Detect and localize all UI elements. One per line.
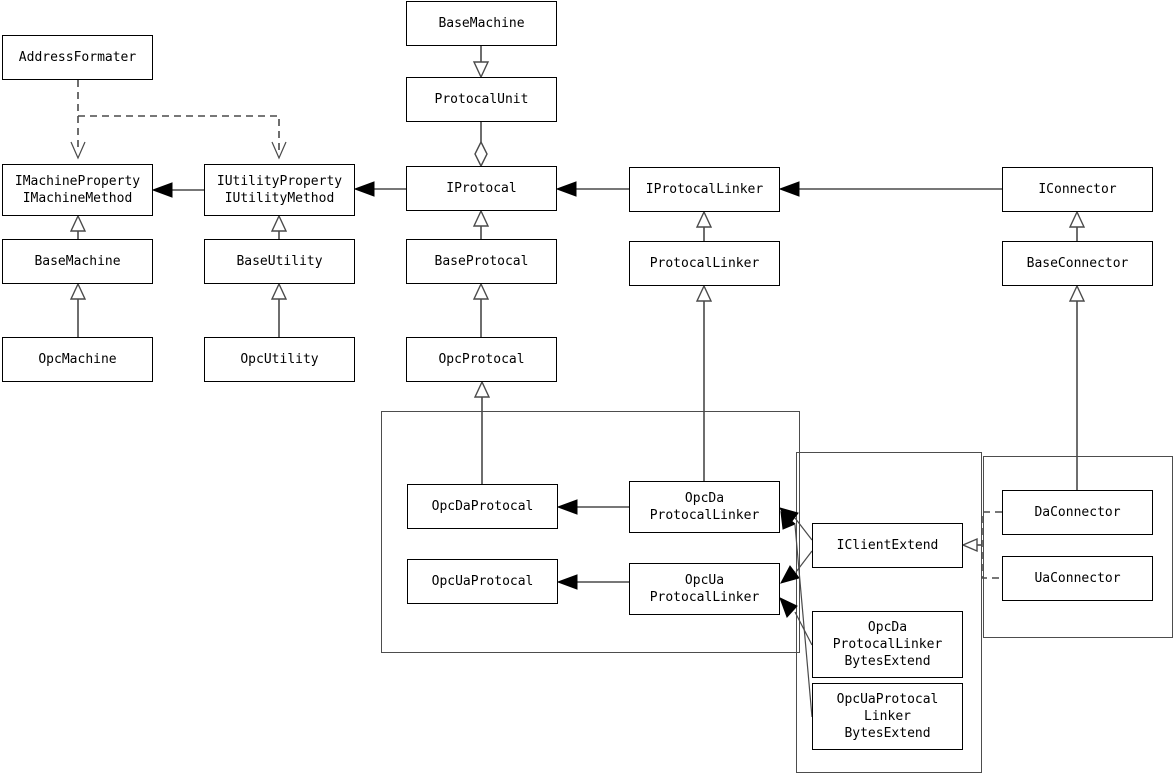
class-node-addressformater[interactable]: AddressFormater [2, 35, 153, 80]
class-node-opcutility[interactable]: OpcUtility [204, 337, 355, 382]
edge-connectors-iclientextend [961, 511, 1002, 579]
edge-opcutility-baseutility [270, 282, 288, 337]
edge-iprotocal-iutilityproperty [353, 181, 406, 197]
class-node-opcmachine[interactable]: OpcMachine [2, 337, 153, 382]
edge-opcuaprotocallinker-opcuaprotocal [556, 574, 629, 590]
class-node-opcprotocal[interactable]: OpcProtocal [406, 337, 557, 382]
edge-baseprotocal-iprotocal [472, 209, 490, 239]
class-node-basemachine[interactable]: BaseMachine [2, 239, 153, 284]
class-node-opcuaprotocallinkerbytesextend[interactable]: OpcUaProtocal Linker BytesExtend [812, 683, 963, 750]
class-node-opcuaprotocallinker[interactable]: OpcUa ProtocalLinker [629, 563, 780, 615]
edge-protocallinker-iprotocallinker [695, 210, 713, 241]
class-node-iprotocal[interactable]: IProtocal [406, 166, 557, 211]
class-node-opcdaprotocallinkerbytesextend[interactable]: OpcDa ProtocalLinker BytesExtend [812, 611, 963, 678]
edge-opcprotocal-baseprotocal [472, 282, 490, 337]
edge-baseutility-iutilityproperty [270, 214, 288, 239]
edge-opcdabytesextend-opcuaprotocallinker [779, 597, 813, 646]
edge-opcdaprotocallinker-protocallinker [695, 284, 713, 481]
edge-iutilityproperty-imachineproperty [151, 182, 204, 198]
class-node-basemachine-top[interactable]: BaseMachine [406, 1, 557, 46]
edge-addressformater-imachineproperty [70, 80, 86, 160]
edge-opcmachine-basemachine [69, 282, 87, 337]
edge-iclientextend-opcuaprotocallinker [780, 550, 813, 584]
class-node-imachineproperty[interactable]: IMachineProperty IMachineMethod [2, 164, 153, 216]
class-node-baseutility[interactable]: BaseUtility [204, 239, 355, 284]
edge-protocalunit-iprotocal [474, 122, 488, 168]
class-node-opcdaprotocal[interactable]: OpcDaProtocal [407, 484, 558, 529]
group-opc-protocals [381, 411, 800, 653]
edge-addressformater-iutilityproperty [78, 115, 287, 160]
class-node-protocallinker[interactable]: ProtocalLinker [629, 241, 780, 286]
edge-opcdaprotocal-opcprotocal [473, 380, 491, 484]
edge-opcdaprotocallinker-opcdaprotocal [556, 499, 629, 515]
class-node-opcuaprotocal[interactable]: OpcUaProtocal [407, 559, 558, 604]
class-node-opcdaprotocallinker[interactable]: OpcDa ProtocalLinker [629, 481, 780, 533]
class-node-protocalunit[interactable]: ProtocalUnit [406, 77, 557, 122]
class-node-daconnector[interactable]: DaConnector [1002, 490, 1153, 535]
group-client-extend [796, 452, 982, 773]
edge-basemachine-imachineproperty [69, 214, 87, 239]
class-node-iconnector[interactable]: IConnector [1002, 167, 1153, 212]
edge-iconnector-iprotocallinker [778, 181, 1002, 197]
class-node-iutilityproperty[interactable]: IUtilityProperty IUtilityMethod [204, 164, 355, 216]
edge-basemachinetop-protocalunit [472, 46, 490, 79]
edge-opcuabytesextend-opcdaprotocallinker [780, 510, 813, 718]
edge-iprotocallinker-iprotocal [555, 181, 629, 197]
edge-daconnector-baseconnector [1068, 284, 1086, 490]
class-node-baseprotocal[interactable]: BaseProtocal [406, 239, 557, 284]
class-node-iprotocallinker[interactable]: IProtocalLinker [629, 167, 780, 212]
class-node-iclientextend[interactable]: IClientExtend [812, 523, 963, 568]
class-node-uaconnector[interactable]: UaConnector [1002, 556, 1153, 601]
edge-baseconnector-iconnector [1068, 210, 1086, 241]
class-node-baseconnector[interactable]: BaseConnector [1002, 241, 1153, 286]
